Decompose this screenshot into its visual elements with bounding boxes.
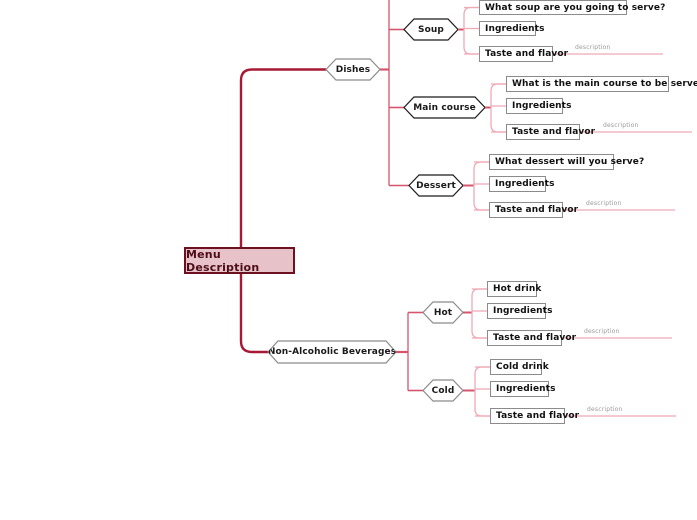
leaf-node[interactable]: Ingredients (506, 98, 571, 114)
leaf-node-label: Taste and flavor (496, 411, 580, 421)
sub-node-main-course-label: Main course (413, 102, 476, 113)
sub-node-dessert[interactable]: Dessert (409, 175, 463, 196)
leaf-node[interactable]: Ingredients (479, 21, 544, 36)
branch-node-dishes-label: Dishes (335, 64, 371, 75)
description-label: description (584, 328, 620, 335)
leaf-node[interactable]: What soup are you going to serve? (479, 0, 665, 15)
leaf-node-label: Taste and flavor (495, 205, 579, 215)
leaf-node-label: Ingredients (495, 179, 555, 189)
description-label: description (587, 406, 623, 413)
leaf-node[interactable]: Hot drink (487, 281, 541, 297)
root-node[interactable]: Menu Description (184, 247, 295, 274)
leaf-node-label: Taste and flavor (493, 333, 577, 343)
sub-node-main-course[interactable]: Main course (404, 97, 485, 118)
leaf-node[interactable]: Ingredients (490, 381, 555, 397)
sub-node-dessert-label: Dessert (416, 180, 456, 191)
sub-node-hot-label: Hot (433, 307, 453, 318)
leaf-node[interactable]: Taste and flavor (487, 330, 576, 346)
connector-line (474, 366, 490, 417)
leaf-node-label: Ingredients (485, 23, 545, 34)
sub-node-cold-label: Cold (431, 385, 455, 396)
branch-node-dishes[interactable]: Dishes (326, 59, 380, 80)
root-node-label: Menu Description (186, 247, 260, 274)
leaf-node[interactable]: What dessert will you serve? (489, 154, 644, 170)
leaf-node[interactable]: Taste and flavor (479, 46, 568, 62)
leaf-node-label: Cold drink (496, 362, 549, 372)
description-label: description (575, 44, 611, 51)
leaf-node[interactable]: Ingredients (487, 303, 552, 319)
leaf-node[interactable]: Taste and flavor (489, 202, 578, 218)
leaf-node[interactable]: Ingredients (489, 176, 554, 192)
leaf-node[interactable]: Taste and flavor (490, 408, 579, 424)
leaf-node[interactable]: What is the main course to be served? (506, 76, 697, 92)
description-label: description (586, 200, 622, 207)
leaf-node-label: What dessert will you serve? (495, 157, 645, 167)
leaf-node-label: Ingredients (493, 306, 553, 316)
sub-node-cold[interactable]: Cold (423, 380, 463, 401)
connector-line (471, 288, 487, 339)
sub-node-soup-label: Soup (418, 24, 444, 35)
leaf-node-label: Taste and flavor (485, 49, 569, 59)
sub-node-soup[interactable]: Soup (404, 19, 458, 40)
leaf-node-label: Ingredients (512, 101, 572, 111)
sub-node-hot[interactable]: Hot (423, 302, 463, 323)
branch-node-non-alcoholic-beverages-label: Non-Alcoholic Beverages (267, 347, 397, 357)
leaf-node-label: What is the main course to be served? (512, 79, 697, 89)
leaf-node-label: Hot drink (493, 284, 542, 294)
connector-line (463, 6, 479, 55)
description-label: description (603, 122, 639, 129)
leaf-node[interactable]: Taste and flavor (506, 124, 595, 140)
leaf-node-label: Ingredients (496, 384, 556, 394)
leaf-node-label: What soup are you going to serve? (485, 2, 666, 13)
connector-line (490, 83, 506, 133)
leaf-node[interactable]: Cold drink (490, 359, 549, 375)
connector-line (229, 259, 268, 354)
branch-node-non-alcoholic-beverages[interactable]: Non-Alcoholic Beverages (268, 341, 396, 363)
connector-line (473, 161, 489, 211)
leaf-node-label: Taste and flavor (512, 127, 596, 137)
connector-line (229, 68, 326, 262)
